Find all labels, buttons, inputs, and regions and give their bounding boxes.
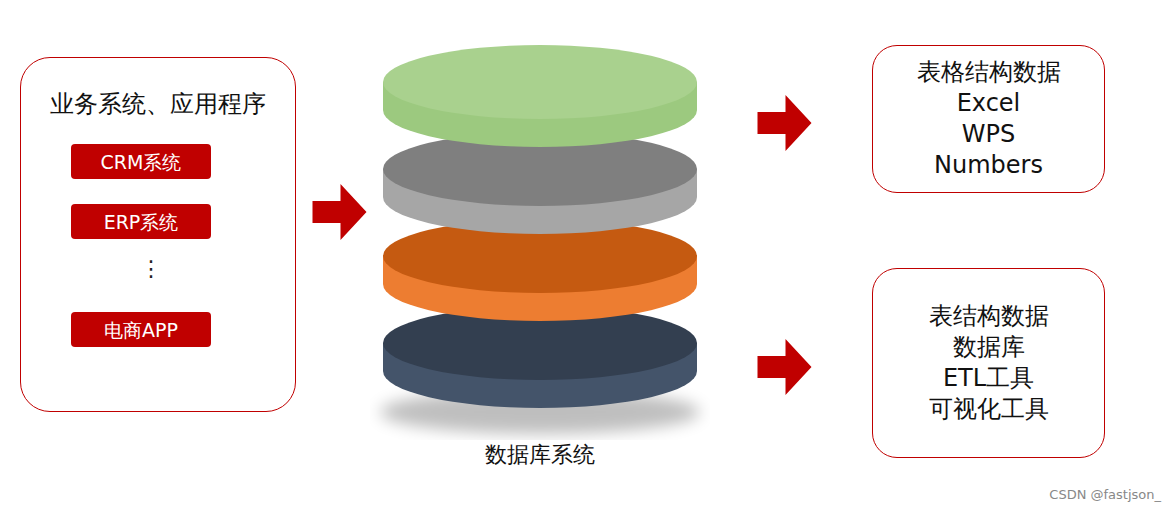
- box-item: Excel: [957, 88, 1021, 119]
- database-disc: [383, 306, 697, 408]
- button-label: CRM系统: [101, 150, 182, 174]
- database-disc: [383, 219, 697, 321]
- box-item: WPS: [962, 119, 1015, 150]
- box-heading: 表结构数据: [929, 301, 1049, 332]
- system-button: CRM系统: [71, 144, 211, 179]
- ellipsis-mark: ⋮: [140, 256, 160, 281]
- box-item: 可视化工具: [929, 394, 1049, 425]
- box-item: 数据库: [953, 332, 1025, 363]
- box-item: ETL工具: [943, 363, 1034, 394]
- database-disc: [383, 45, 697, 147]
- button-label: ERP系统: [104, 210, 179, 234]
- block-arrow: [758, 339, 812, 395]
- database-disc: [383, 132, 697, 234]
- watermark: CSDN @fastjson_: [985, 487, 1161, 502]
- group-heading: 业务系统、应用程序: [21, 88, 295, 120]
- system-button: ERP系统: [71, 204, 211, 239]
- box-item: Numbers: [934, 150, 1043, 181]
- system-button: 电商APP: [71, 312, 211, 347]
- database-illustration: [370, 40, 710, 440]
- box-heading: 表格结构数据: [917, 57, 1061, 88]
- output-box: 表格结构数据ExcelWPSNumbers: [872, 45, 1105, 193]
- block-arrow: [758, 95, 812, 151]
- block-arrow: [313, 184, 367, 240]
- database-stack: 数据库系统: [370, 40, 710, 480]
- button-label: 电商APP: [104, 318, 178, 342]
- system-group: 业务系统、应用程序 CRM系统 ERP系统电商APP: [20, 57, 296, 412]
- stack-caption: 数据库系统: [370, 440, 710, 470]
- output-box: 表结构数据数据库ETL工具可视化工具: [872, 268, 1105, 458]
